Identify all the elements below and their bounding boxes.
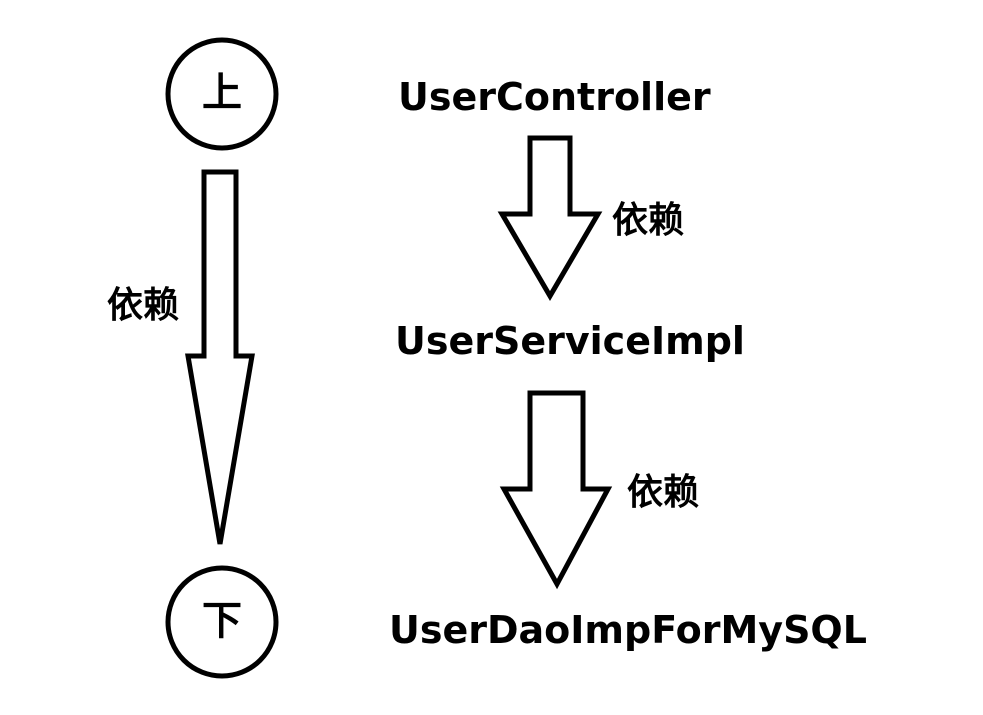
top-label: 上 (202, 70, 242, 116)
edge-label-2: 依赖 (627, 472, 700, 513)
edge-label-1: 依赖 (612, 200, 685, 241)
bottom-label: 下 (202, 598, 242, 644)
top-to-bottom-arrow (185, 169, 255, 545)
dependency-arrow-1 (497, 135, 603, 301)
node-user-service-impl: UserServiceImpl (395, 319, 745, 363)
dependency-arrow-2 (499, 390, 613, 590)
bottom-circle (165, 565, 279, 679)
top-circle (165, 37, 279, 151)
node-user-dao-impl: UserDaoImpForMySQL (389, 608, 867, 652)
node-user-controller: UserController (398, 75, 711, 119)
axis-arrow-label: 依赖 (107, 285, 180, 326)
